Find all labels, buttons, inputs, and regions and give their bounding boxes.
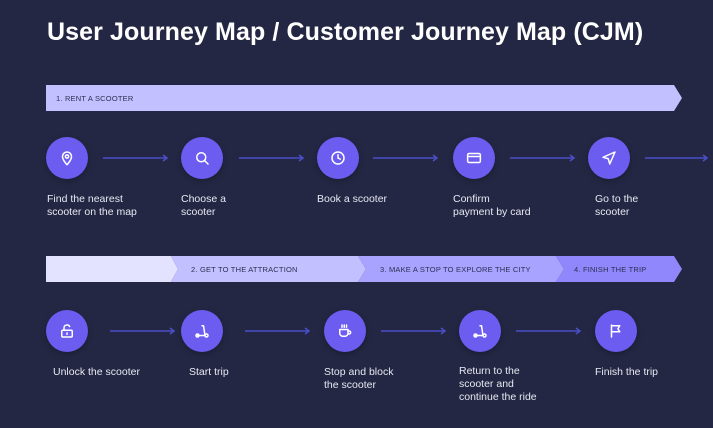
step-label: Confirm payment by card <box>453 193 531 218</box>
page-title: User Journey Map / Customer Journey Map … <box>47 18 644 46</box>
flow-arrow <box>381 327 449 335</box>
stage-label-explore: 3. MAKE A STOP TO EXPLORE THE CITY <box>380 265 531 274</box>
navigation-arrow-icon <box>600 149 618 167</box>
credit-card-icon <box>465 149 483 167</box>
flow-arrow <box>373 154 441 162</box>
search-icon <box>193 149 211 167</box>
step-label: Unlock the scooter <box>53 366 140 378</box>
step-label: Go to the scooter <box>595 193 639 218</box>
stage-banner-rent <box>46 85 682 111</box>
step-label: Find the nearest scooter on the map <box>47 193 137 218</box>
step-node <box>459 310 501 352</box>
clock-icon <box>329 149 347 167</box>
stage-banner-trip <box>46 256 682 282</box>
step-node <box>181 310 223 352</box>
step-node <box>317 137 359 179</box>
scooter-icon <box>471 322 489 340</box>
step-node <box>46 310 88 352</box>
step-node <box>595 310 637 352</box>
unlock-icon <box>58 322 76 340</box>
step-label: Start trip <box>189 366 229 378</box>
step-node <box>453 137 495 179</box>
step-label: Book a scooter <box>317 193 388 205</box>
step-node <box>46 137 88 179</box>
flow-arrow <box>645 154 711 162</box>
flow-arrow <box>516 327 584 335</box>
coffee-cup-icon <box>336 322 354 340</box>
step-label: Choose a scooter <box>181 193 226 218</box>
stage-label-finish: 4. FINISH THE TRIP <box>574 265 647 274</box>
step-label: Return to the scooter and continue the r… <box>459 365 537 403</box>
flag-icon <box>607 322 625 340</box>
stage-label-attraction: 2. GET TO THE ATTRACTION <box>191 265 298 274</box>
flow-arrow <box>110 327 178 335</box>
flow-arrow <box>239 154 307 162</box>
step-label: Finish the trip <box>595 366 659 378</box>
step-label: Stop and block the scooter <box>324 366 394 391</box>
step-node <box>181 137 223 179</box>
flow-arrow <box>245 327 313 335</box>
flow-arrow <box>510 154 578 162</box>
scooter-icon <box>193 322 211 340</box>
stage-label-rent: 1. RENT A SCOOTER <box>56 94 134 103</box>
location-pin-icon <box>58 149 76 167</box>
flow-arrow <box>103 154 171 162</box>
step-node <box>324 310 366 352</box>
step-node <box>588 137 630 179</box>
